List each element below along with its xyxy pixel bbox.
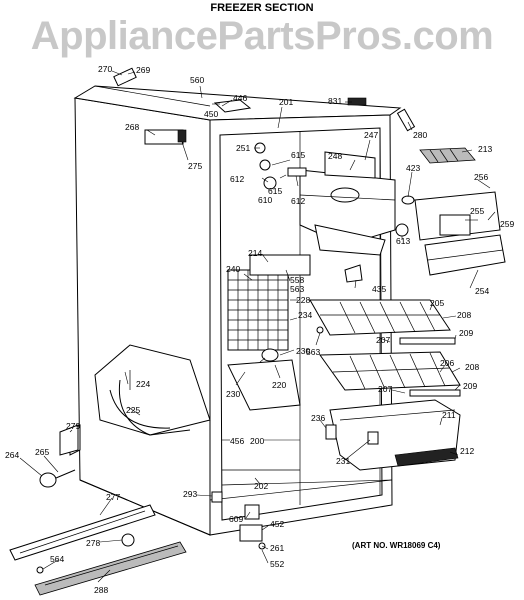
top-hardware xyxy=(113,67,416,334)
label-213: 213 xyxy=(478,144,492,154)
evaporator-cover xyxy=(299,151,396,256)
label-264: 264 xyxy=(5,450,19,460)
label-236: 236 xyxy=(311,413,325,423)
label-205: 205 xyxy=(430,298,444,308)
label-278: 278 xyxy=(86,538,100,548)
leader-lines xyxy=(19,70,496,583)
label-228: 228 xyxy=(296,295,310,305)
label-609: 609 xyxy=(229,514,243,524)
label-435: 435 xyxy=(372,284,386,294)
label-234: 234 xyxy=(298,310,312,320)
label-251: 251 xyxy=(236,143,250,153)
label-558: 558 xyxy=(290,275,304,285)
label-224: 224 xyxy=(136,379,150,389)
label-230b: 230 xyxy=(226,389,240,399)
label-265: 265 xyxy=(35,447,49,457)
label-247: 247 xyxy=(364,130,378,140)
label-560: 560 xyxy=(190,75,204,85)
label-613: 613 xyxy=(396,236,410,246)
label-446: 446 xyxy=(233,93,247,103)
label-563a: 563 xyxy=(290,284,304,294)
label-220: 220 xyxy=(272,380,286,390)
label-211: 211 xyxy=(442,410,456,420)
ice-bucket-rack xyxy=(414,191,506,276)
label-269: 269 xyxy=(136,65,150,75)
label-279: 279 xyxy=(66,421,80,431)
label-254: 254 xyxy=(475,286,489,296)
label-452: 452 xyxy=(270,519,284,529)
shelf-upper xyxy=(309,299,456,345)
freezer-basket xyxy=(329,399,461,471)
label-208b: 208 xyxy=(465,362,479,372)
label-280: 280 xyxy=(413,130,427,140)
label-615a: 615 xyxy=(291,150,305,160)
evaporator xyxy=(227,254,311,411)
label-259: 259 xyxy=(500,219,514,229)
section-title: FREEZER SECTION xyxy=(210,2,313,14)
label-610: 610 xyxy=(258,195,272,205)
label-255: 255 xyxy=(470,206,484,216)
label-231: 231 xyxy=(336,456,350,466)
label-209b: 209 xyxy=(463,381,477,391)
label-450: 450 xyxy=(204,109,218,119)
label-209a: 209 xyxy=(459,328,473,338)
label-225: 225 xyxy=(126,405,140,415)
label-563b: 563 xyxy=(306,347,320,357)
ice-maker-fill-tube xyxy=(94,344,211,436)
label-208a: 208 xyxy=(457,310,471,320)
label-212: 212 xyxy=(460,446,474,456)
art-number: (ART NO. WR18069 C4) xyxy=(352,541,441,550)
label-261: 261 xyxy=(270,543,284,553)
ice-tray xyxy=(419,147,476,164)
label-200: 200 xyxy=(250,436,264,446)
label-270: 270 xyxy=(98,64,112,74)
label-214: 214 xyxy=(248,248,262,258)
label-207b: 207 xyxy=(378,384,392,394)
label-230a: 230 xyxy=(296,346,310,356)
label-831: 831 xyxy=(328,96,342,106)
label-277: 277 xyxy=(106,492,120,502)
label-288: 288 xyxy=(94,585,108,595)
label-248: 248 xyxy=(328,151,342,161)
part-number-labels: 270 269 560 446 450 201 831 280 268 275 … xyxy=(5,64,514,595)
label-615b: 615 xyxy=(268,186,282,196)
label-275: 275 xyxy=(188,161,202,171)
label-293: 293 xyxy=(183,489,197,499)
watermark-logo: AppliancePartsPros.com xyxy=(31,14,494,58)
label-202: 202 xyxy=(254,481,268,491)
kick-plate-and-hardware xyxy=(9,424,379,596)
label-552: 552 xyxy=(270,559,284,569)
label-423: 423 xyxy=(406,163,420,173)
label-256: 256 xyxy=(474,172,488,182)
label-612b: 612 xyxy=(291,196,305,206)
label-456: 456 xyxy=(230,436,244,446)
label-201: 201 xyxy=(279,97,293,107)
label-206: 206 xyxy=(440,358,454,368)
label-564: 564 xyxy=(50,554,64,564)
shelf-lower xyxy=(319,351,461,397)
label-268: 268 xyxy=(125,122,139,132)
label-207a: 207 xyxy=(376,335,390,345)
label-612a: 612 xyxy=(230,174,244,184)
label-240: 240 xyxy=(226,264,240,274)
